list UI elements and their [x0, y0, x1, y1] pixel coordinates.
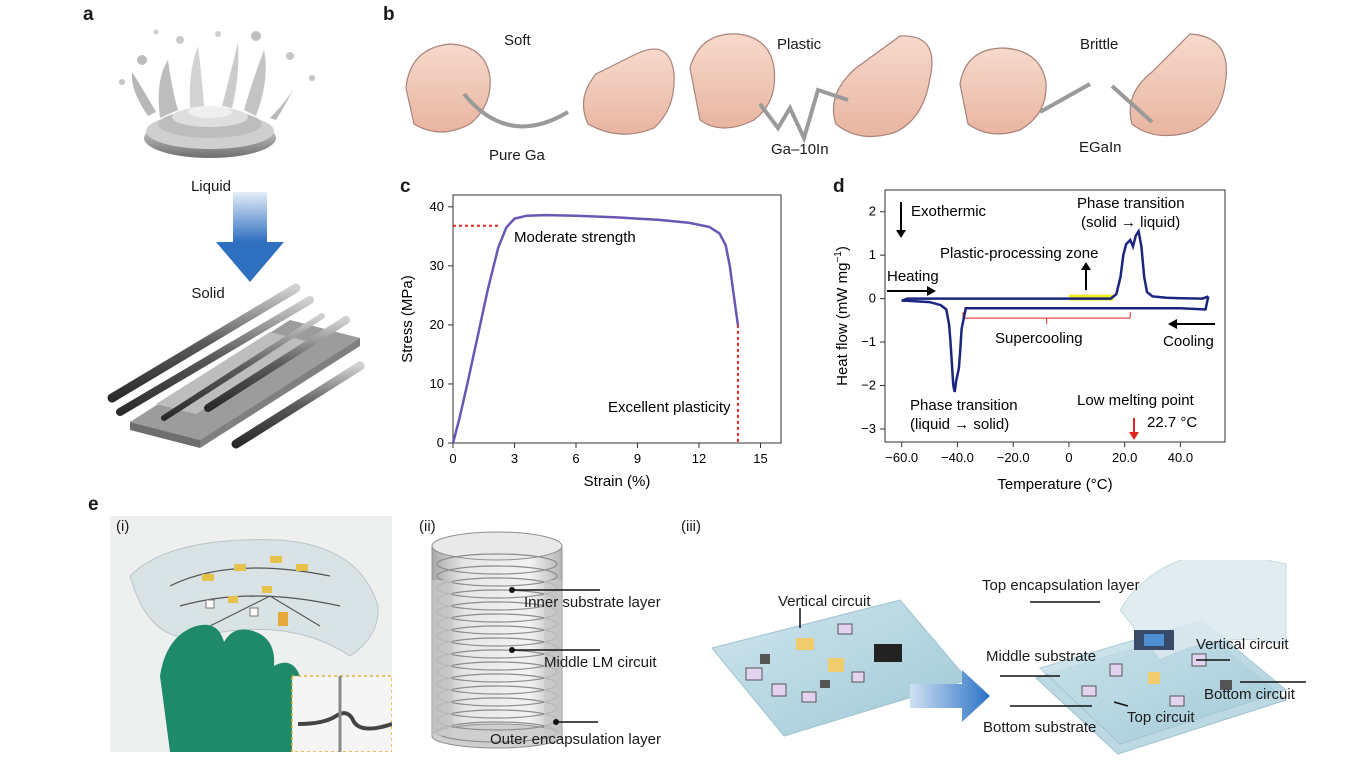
- soft-bend-hands-icon: [405, 43, 675, 135]
- x-tick-label: 6: [572, 451, 579, 466]
- vertical-circuit-right-label: Vertical circuit: [1196, 636, 1289, 653]
- brittle-break-hands-icon: [959, 33, 1227, 137]
- label-e-i: (i): [116, 518, 130, 535]
- y-tick-label: −2: [861, 378, 876, 393]
- x-tick-label: −40.0: [941, 450, 974, 465]
- liquid-splash-icon: [119, 29, 315, 158]
- heating-arrow-icon: [887, 286, 936, 296]
- phase-transition-melt-line2: (solid → liquid): [1081, 214, 1180, 231]
- supercooling-annotation: Supercooling: [995, 330, 1083, 347]
- x-tick-label: 12: [692, 451, 706, 466]
- left-board-components: [745, 623, 902, 703]
- cooling-curve: [901, 296, 1210, 393]
- vertical-circuit-left-label: Vertical circuit: [778, 593, 871, 610]
- y-tick-label: 0: [869, 291, 876, 306]
- y-tick-label: 10: [430, 376, 444, 391]
- x-tick-label: 9: [634, 451, 641, 466]
- top-encapsulation-label: Top encapsulation layer: [982, 577, 1140, 594]
- y-tick-label: −1: [861, 334, 876, 349]
- x-tick-label: 20.0: [1112, 450, 1137, 465]
- multilayer-circuit-diagram: [711, 560, 1306, 755]
- y-tick-label: 40: [430, 199, 444, 214]
- cooling-arrow-icon: [1168, 319, 1215, 329]
- right-arrow-icon: [910, 670, 990, 722]
- solid-label: Solid: [191, 285, 225, 302]
- heating-annotation: Heating: [887, 268, 939, 285]
- y-tick-label: 30: [430, 258, 444, 273]
- low-melting-point-annotation: Low melting point: [1077, 392, 1195, 409]
- chart-c-ylabel: Stress (MPa): [399, 275, 416, 363]
- ring-line: [436, 565, 558, 587]
- component-icons: [202, 556, 308, 626]
- chart-c-frame: [452, 194, 782, 444]
- chart-d: −60.0 −40.0 −20.0 0 20.0 40.0 2 1 0 −1 −2 −3 Exoth…: [833, 189, 1226, 493]
- panel-label-b: b: [383, 4, 395, 25]
- egain-label: EGaIn: [1079, 139, 1122, 156]
- x-tick-label: 0: [1065, 450, 1072, 465]
- cylinder-layers-diagram: [431, 531, 600, 749]
- cooling-annotation: Cooling: [1163, 333, 1214, 350]
- exothermic-annotation: Exothermic: [911, 203, 987, 220]
- panel-a-illustration: [107, 29, 365, 449]
- chart-d-xlabel: Temperature (°C): [997, 476, 1112, 493]
- chart-d-frame: [884, 189, 1226, 443]
- excellent-plasticity-annotation: Excellent plasticity: [608, 399, 731, 416]
- x-tick-label: −60.0: [885, 450, 918, 465]
- plastic-zone-annotation: Plastic-processing zone: [940, 245, 1098, 262]
- chart-d-ylabel-end: ): [834, 246, 851, 251]
- middle-lm-label: Middle LM circuit: [544, 654, 657, 671]
- chart-c-xlabel: Strain (%): [584, 473, 651, 490]
- y-tick-label: 0: [437, 435, 444, 450]
- chart-d-ylabel-main: Heat flow (mW mg: [834, 263, 851, 386]
- inner-substrate-label: Inner substrate layer: [524, 594, 661, 611]
- solid-metal-icon: [107, 283, 365, 449]
- panel-label-c: c: [400, 176, 411, 197]
- y-tick-label: −3: [861, 421, 876, 436]
- ring-line: [436, 553, 558, 575]
- melting-point-arrow-icon: [1129, 418, 1139, 440]
- x-tick-label: −20.0: [997, 450, 1030, 465]
- flexible-circuit-photo: [110, 516, 392, 752]
- glove-hand-icon: [160, 624, 310, 752]
- bottom-circuit-label: Bottom circuit: [1204, 686, 1295, 703]
- ga10in-label: Ga–10In: [771, 141, 829, 158]
- liquid-label: Liquid: [190, 178, 232, 195]
- x-tick-label: 3: [511, 451, 518, 466]
- middle-substrate-label: Middle substrate: [986, 648, 1097, 665]
- soft-label: Soft: [504, 32, 531, 49]
- outer-encapsulation-label: Outer encapsulation layer: [490, 731, 661, 748]
- label-e-ii: (ii): [419, 518, 436, 535]
- pure-ga-label: Pure Ga: [489, 147, 545, 164]
- chart-d-ylabel: Heat flow (mW mg−1): [833, 246, 851, 386]
- label-e-iii: (iii): [681, 518, 701, 535]
- panel-label-a: a: [83, 4, 94, 25]
- plastic-label: Plastic: [777, 36, 822, 53]
- top-circuit-label: Top circuit: [1127, 709, 1195, 726]
- down-arrow-icon: [216, 192, 284, 282]
- y-tick-label: 20: [430, 317, 444, 332]
- y-tick-label: 2: [869, 204, 876, 219]
- plastic-bend-hands-icon: [689, 33, 933, 144]
- moderate-strength-annotation: Moderate strength: [514, 229, 636, 246]
- panel-b-illustration: [405, 33, 1227, 144]
- x-tick-label: 0: [449, 451, 456, 466]
- phase-transition-melt-line1: Phase transition: [1077, 195, 1185, 212]
- brittle-label: Brittle: [1080, 36, 1119, 53]
- x-tick-label: 40.0: [1168, 450, 1193, 465]
- chart-d-ylabel-sup: −1: [833, 251, 844, 263]
- melting-point-value: 22.7 °C: [1147, 414, 1197, 431]
- chart-c: 0 3 6 9 12 15 0 10 20 30 40 Strain (%) Stress (MP…: [399, 194, 782, 490]
- x-tick-label: 15: [753, 451, 767, 466]
- panel-label-e: e: [88, 494, 99, 515]
- bottom-substrate-label: Bottom substrate: [983, 719, 1097, 736]
- panel-label-d: d: [833, 176, 845, 197]
- stress-strain-curve: [451, 213, 740, 444]
- phase-transition-solid-line2: (liquid → solid): [910, 416, 1009, 433]
- plastic-zone-arrow-icon: [1081, 262, 1091, 290]
- y-tick-label: 1: [869, 247, 876, 262]
- heating-curve: [901, 227, 1209, 302]
- exothermic-arrow-icon: [896, 202, 906, 238]
- phase-transition-solid-line1: Phase transition: [910, 397, 1018, 414]
